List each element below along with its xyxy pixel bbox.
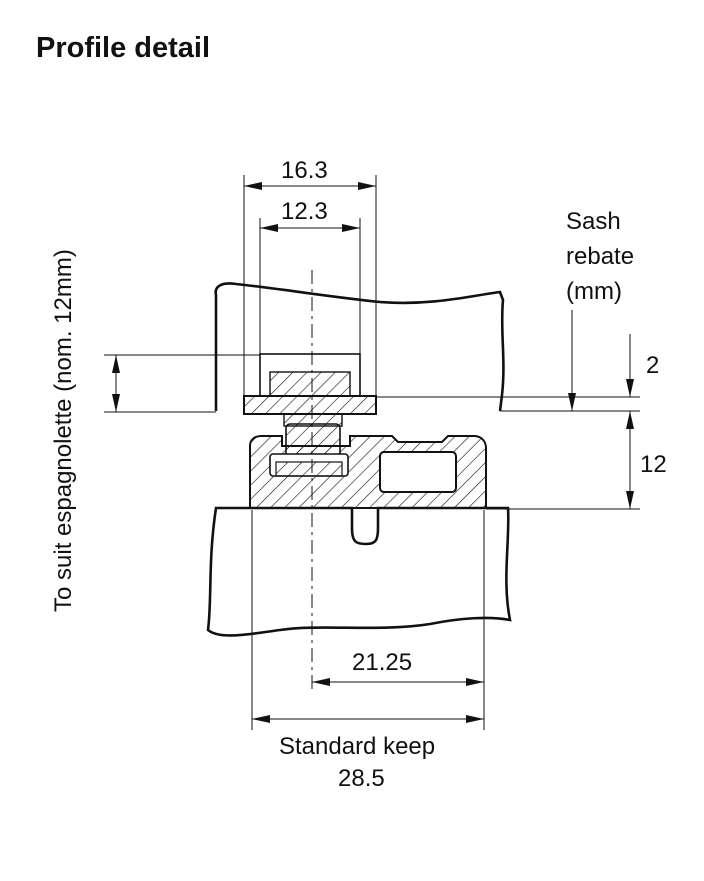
page-title: Profile detail xyxy=(36,32,210,64)
keep-label: Standard keep xyxy=(279,733,435,760)
dim-esp-arrow-top xyxy=(112,355,120,373)
bolt-flange xyxy=(243,395,377,415)
sash-rebate-label-2: rebate xyxy=(566,243,634,270)
dim-12-3-label: 12.3 xyxy=(281,198,328,225)
dim-2-arrow xyxy=(626,379,634,397)
dim-keep-arrow-left xyxy=(252,715,270,723)
dim-12-3-arrow-right xyxy=(342,224,360,232)
frame-profile xyxy=(206,506,512,637)
dim-keep-arrow-right xyxy=(466,715,484,723)
dim-12-label: 12 xyxy=(640,451,667,478)
keep-width-label: 28.5 xyxy=(338,765,385,792)
keep-roller xyxy=(275,461,343,477)
sash-profile xyxy=(214,282,505,412)
dim-12-arrow-bottom xyxy=(626,491,634,509)
sash-rebate-label-1: Sash xyxy=(566,208,621,235)
dim-16-3-label: 16.3 xyxy=(281,157,328,184)
bolt-inner xyxy=(269,371,351,397)
dim-2-label: 2 xyxy=(646,352,659,379)
dim-21-25-arrow-right xyxy=(466,678,484,686)
espagnolette-label: To suit espagnolette (nom. 12mm) xyxy=(50,249,77,612)
keep-slot xyxy=(379,451,457,493)
dim-21-25-label: 21.25 xyxy=(352,649,412,676)
dim-16-3-arrow-right xyxy=(358,182,376,190)
dim-esp-arrow-bottom xyxy=(112,394,120,412)
dim-12-3-arrow-left xyxy=(260,224,278,232)
sash-leader-arrow xyxy=(568,393,576,411)
dim-16-3-arrow-left xyxy=(244,182,262,190)
dim-12-arrow-top xyxy=(626,411,634,429)
sash-rebate-label-3: (mm) xyxy=(566,278,622,305)
dim-21-25-arrow-left xyxy=(312,678,330,686)
